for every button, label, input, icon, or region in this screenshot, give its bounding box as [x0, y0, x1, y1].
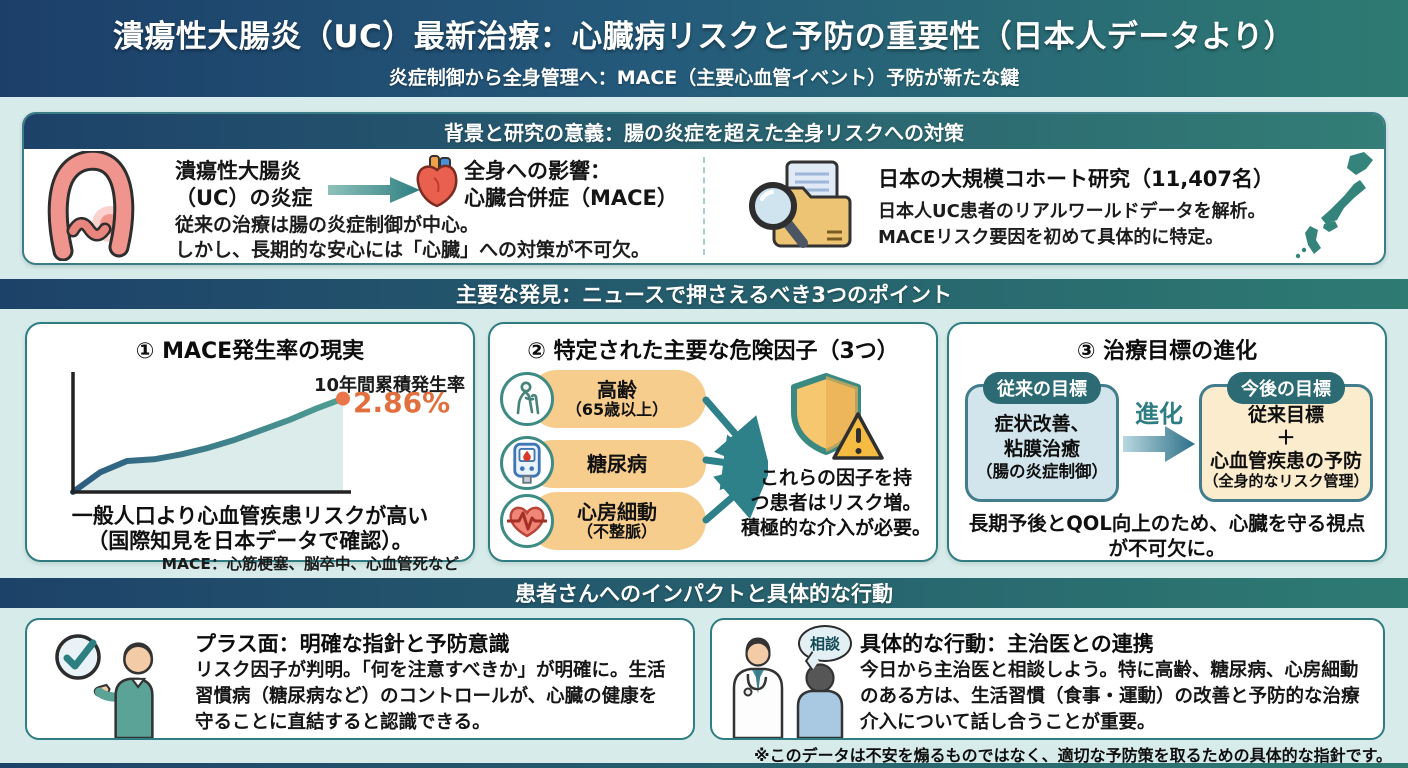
new-goal-box: 今後の目標 従来目標 ＋ 心血管疾患の予防 （全身的なリスク管理）: [1199, 372, 1373, 502]
chart-endpoint-value: 2.86%: [353, 386, 451, 419]
mace-definition-note: MACE：心筋梗塞、脳卒中、心血管死など: [161, 555, 459, 573]
converging-arrows-icon: [702, 396, 768, 524]
card3-title: ③ 治療目標の進化: [1076, 339, 1258, 364]
old-goal-line3: （腸の炎症制御）: [976, 462, 1108, 482]
bottom-strip: [0, 763, 1408, 768]
doctor-patient-icon: [732, 637, 844, 738]
elderly-icon: [500, 372, 554, 426]
new-goal-lines: 従来目標 ＋ 心血管疾患の予防 （全身的なリスク管理）: [1202, 404, 1370, 490]
heart-icon: [416, 155, 458, 208]
cohort-body-line2: MACEリスク要因を初めて具体的に特定。: [878, 226, 1224, 248]
factor-age-label: 高齢: [597, 377, 637, 402]
chart-endpoint-dot: [336, 391, 350, 406]
factor-pill-age: 高齢 （65歳以上）: [528, 370, 706, 428]
new-goal-line2: ＋: [1276, 426, 1296, 449]
page-subtitle: 炎症制御から全身管理へ：MACE（主要心血管イベント）予防が新たな鍵: [388, 67, 1020, 89]
factor-afib-label: 心房細動: [577, 499, 657, 524]
card2-title: ② 特定された主要な危険因子（3つ）: [527, 339, 899, 364]
chart-line: [70, 395, 346, 495]
background-left-body-line2: しかし、長期的な安心には「心臓」への対策が不可欠。: [175, 239, 651, 262]
positive-impact-body: リスク因子が判明。「何を注意すべきか」が明確に。生活習慣病（糖尿病など）のコント…: [195, 660, 666, 733]
impact-label-line1: 全身への影響：: [464, 159, 611, 183]
risk-conclusion-text: これらの因子を持 つ患者はリスク増。 積極的な介入が必要。: [738, 466, 934, 541]
action-card: 相談 具体的な行動：主治医との連携 今日から主治医と相談しよう。特に高齢、糖尿病…: [710, 618, 1385, 740]
old-goal-badge: 従来の目標: [983, 372, 1101, 404]
presenter-icon: [93, 642, 154, 738]
positive-impact-card: プラス面：明確な指針と予防意識 リスク因子が判明。「何を注意すべきか」が明確に。…: [25, 618, 695, 740]
background-left-body-line1: 従来の治療は腸の炎症制御が中心。: [175, 214, 480, 236]
factor-pill-afib: 心房細動 （不整脈）: [528, 492, 706, 550]
research-folder-icon: [749, 160, 852, 248]
action-body: 今日から主治医と相談しよう。特に高齢、糖尿病、心房細動のある方は、生活習慣（食事…: [860, 660, 1360, 733]
heart-ecg-icon: [500, 494, 554, 548]
chart-area-fill: [73, 398, 343, 492]
new-goal-line3: 心血管疾患の予防: [1209, 449, 1362, 472]
mace-chart: [70, 372, 351, 495]
card1-body-line1: 一般人口より心血管疾患リスクが高い: [71, 504, 429, 528]
old-goal-line2: 粘膜治癒: [1003, 437, 1080, 460]
background-left-body: 従来の治療は腸の炎症制御が中心。 しかし、長期的な安心には「心臓」への対策が不可…: [175, 213, 650, 263]
risk-factors-card: ② 特定された主要な危険因子（3つ） 高齢 （65歳以上） 糖尿病: [488, 322, 938, 562]
cohort-body-line1: 日本人UC患者のリアルワールドデータを解析。: [878, 201, 1266, 222]
old-goal-lines: 症状改善、 粘膜治癒 （腸の炎症制御）: [968, 412, 1116, 483]
new-goal-badge: 今後の目標: [1227, 372, 1345, 404]
check-circle-icon: [55, 634, 101, 680]
japan-map-icon: [1295, 152, 1373, 259]
card1-title: ① MACE発生率の現実: [135, 339, 365, 364]
page-title: 潰瘍性大腸炎（UC）最新治療：心臓病リスクと予防の重要性（日本人データより）: [112, 19, 1296, 55]
footnote: ※このデータは不安を煽るものではなく、適切な予防策を取るための具体的な指針です。: [754, 746, 1392, 765]
new-goal-line4: （全身的なリスク管理）: [1203, 472, 1369, 491]
section-divider: [703, 157, 705, 255]
evolution-arrow-icon: [1123, 426, 1195, 462]
new-goal-line1: 従来目標: [1247, 404, 1324, 426]
treatment-goals-card: ③ 治療目標の進化 従来の目標 症状改善、 粘膜治癒 （腸の炎症制御） 進化 今…: [947, 322, 1387, 562]
cohort-study-body: 日本人UC患者のリアルワールドデータを解析。 MACEリスク要因を初めて具体的に…: [878, 199, 1266, 250]
positive-impact-title: プラス面：明確な指針と予防意識: [195, 632, 510, 656]
chart-endpoint-label: 10年間累積発生率: [313, 375, 465, 396]
flow-arrow-icon: [328, 177, 420, 203]
background-section: 背景と研究の意義：腸の炎症を超えた全身リスクへの対策 潰瘍性大腸炎 （UC）の炎…: [22, 112, 1386, 265]
impact-section-header: 患者さんへのインパクトと具体的な行動: [0, 578, 1408, 608]
factor-age-sub: （65歳以上）: [565, 399, 669, 419]
intestine-icon: [47, 151, 135, 261]
uc-label-line2: （UC）の炎症: [175, 185, 313, 210]
conclusion-line3: 積極的な介入が必要。: [740, 517, 931, 540]
cohort-study-title: 日本の大規模コホート研究（11,407名）: [878, 167, 1275, 191]
background-section-header: 背景と研究の意義：腸の炎症を超えた全身リスクへの対策: [24, 114, 1384, 149]
systemic-impact-label: 全身への影響： 心臓合併症（MACE）: [464, 158, 678, 212]
page-header: 潰瘍性大腸炎（UC）最新治療：心臓病リスクと予防の重要性（日本人データより） 炎…: [0, 0, 1408, 97]
old-goal-box: 従来の目標 症状改善、 粘膜治癒 （腸の炎症制御）: [965, 372, 1119, 502]
card3-bottom-text: 長期予後とQOL向上のため、心臓を守る視点が不可欠に。: [968, 512, 1366, 561]
old-goal-line1: 症状改善、: [994, 413, 1090, 435]
factor-diabetes-label: 糖尿病: [587, 452, 647, 476]
consultation-bubble: 相談: [798, 625, 852, 662]
mace-incidence-card: ① MACE発生率の現実 10年間累積発生率 2.86% 一般人口より心血管疾患…: [25, 322, 475, 573]
action-title: 具体的な行動：主治医との連携: [860, 632, 1154, 656]
factor-pill-diabetes: 糖尿病: [528, 440, 706, 488]
conclusion-line1: これらの因子を持: [759, 467, 912, 489]
background-section-body: 潰瘍性大腸炎 （UC）の炎症 全身への影響： 心臓合併症（MACE） 従来の治療…: [24, 149, 1384, 263]
card1-body-line2: （国際知見を日本データで確認）。: [87, 529, 413, 553]
findings-section-header: 主要な発見：ニュースで押さえるべき3つのポイント: [0, 279, 1408, 309]
uc-inflammation-label: 潰瘍性大腸炎 （UC）の炎症: [175, 158, 312, 212]
uc-label-line1: 潰瘍性大腸炎: [175, 159, 301, 183]
shield-warning-icon: [791, 373, 884, 460]
impact-label-line2: 心臓合併症（MACE）: [464, 185, 678, 210]
glucose-meter-icon: [500, 436, 554, 490]
conclusion-line2: つ患者はリスク増。: [750, 492, 922, 515]
factor-afib-sub: （不整脈）: [576, 521, 657, 541]
consultation-bubble-text: 相談: [809, 635, 840, 653]
evolution-label: 進化: [1135, 400, 1183, 428]
